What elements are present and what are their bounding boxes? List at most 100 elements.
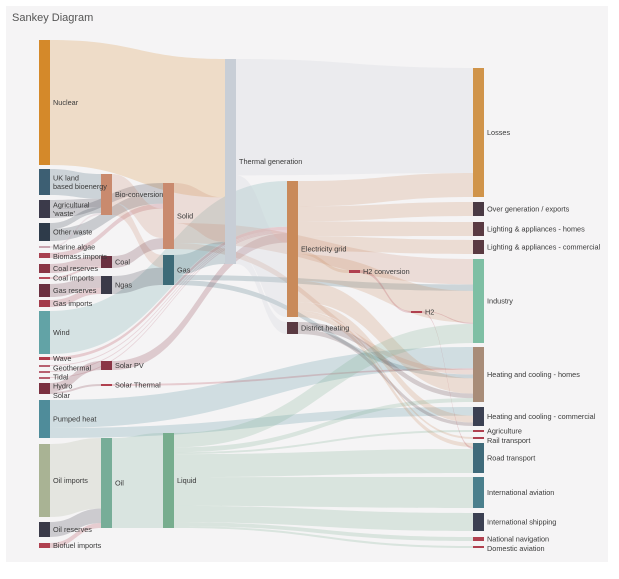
node-lighting-appliances-commercial[interactable] xyxy=(473,240,484,254)
node-gas[interactable] xyxy=(163,255,174,285)
node-ngas[interactable] xyxy=(101,276,112,294)
link-bio-conversion-to-gas[interactable] xyxy=(112,202,163,268)
node-national-navigation[interactable] xyxy=(473,537,484,541)
link-liquid-to-national-navigation[interactable] xyxy=(174,522,473,541)
link-coal-to-solid[interactable] xyxy=(112,238,163,268)
link-other-waste-to-solid[interactable] xyxy=(50,191,163,241)
node-coal-imports[interactable] xyxy=(39,277,50,279)
link-district-heating-to-heating-and-cooling-homes[interactable] xyxy=(298,322,473,399)
link-liquid-to-agriculture[interactable] xyxy=(174,430,473,455)
link-solid-to-thermal-generation[interactable] xyxy=(174,183,225,242)
node-h2-conversion[interactable] xyxy=(349,270,360,273)
link-thermal-generation-to-losses[interactable] xyxy=(236,59,473,176)
link-pumped-heat-to-heating-and-cooling-commercial[interactable] xyxy=(50,407,473,438)
node-biofuel-imports[interactable] xyxy=(39,543,50,548)
node-international-aviation[interactable] xyxy=(473,477,484,508)
link-hydro-to-electricity-grid[interactable] xyxy=(50,232,287,378)
link-gas-to-thermal-generation[interactable] xyxy=(174,241,225,275)
link-electricity-grid-to-over-generation-exports[interactable] xyxy=(298,202,473,222)
link-biofuel-imports-to-oil[interactable] xyxy=(50,523,101,548)
link-agricultural-waste-to-bio-conversion[interactable] xyxy=(50,198,101,209)
node-district-heating[interactable] xyxy=(287,322,298,334)
node-gas-imports[interactable] xyxy=(39,300,50,307)
node-solar[interactable] xyxy=(39,383,50,394)
link-pumped-heat-to-heating-and-cooling-homes[interactable] xyxy=(50,347,473,428)
link-oil-to-liquid[interactable] xyxy=(112,433,163,528)
node-liquid[interactable] xyxy=(163,433,174,528)
node-heating-and-cooling-homes[interactable] xyxy=(473,347,484,402)
link-liquid-to-road-transport[interactable] xyxy=(174,449,473,478)
link-marine-algae-to-bio-conversion[interactable] xyxy=(50,213,101,248)
link-electricity-grid-to-h2-conversion[interactable] xyxy=(298,251,349,273)
node-international-shipping[interactable] xyxy=(473,513,484,531)
link-h2-conversion-to-h2[interactable] xyxy=(360,270,411,313)
node-rail-transport[interactable] xyxy=(473,437,484,439)
link-electricity-grid-to-losses[interactable] xyxy=(298,173,473,207)
node-h2[interactable] xyxy=(411,311,422,313)
link-ngas-to-gas[interactable] xyxy=(112,267,163,294)
node-oil-reserves[interactable] xyxy=(39,522,50,537)
node-coal-reserves[interactable] xyxy=(39,264,50,273)
node-oil[interactable] xyxy=(101,438,112,528)
link-other-waste-to-bio-conversion[interactable] xyxy=(50,207,101,229)
link-electricity-grid-to-heating-and-cooling-commercial[interactable] xyxy=(298,302,473,423)
node-solid[interactable] xyxy=(163,183,174,249)
link-bio-conversion-to-solid[interactable] xyxy=(112,174,163,239)
node-biomass-imports[interactable] xyxy=(39,253,50,258)
node-over-generation-exports[interactable] xyxy=(473,202,484,216)
node-losses[interactable] xyxy=(473,68,484,197)
node-heating-and-cooling-commercial[interactable] xyxy=(473,407,484,426)
link-solar-to-solar-pv[interactable] xyxy=(50,361,101,392)
node-wind[interactable] xyxy=(39,311,50,354)
node-solar-thermal[interactable] xyxy=(101,384,112,386)
link-biomass-imports-to-solid[interactable] xyxy=(50,203,163,258)
link-coal-reserves-to-coal[interactable] xyxy=(50,256,101,273)
link-uk-land-based-bioenergy-to-bio-conversion[interactable] xyxy=(50,169,101,199)
node-solar-pv[interactable] xyxy=(101,361,112,370)
link-electricity-grid-to-lighting-appliances-homes[interactable] xyxy=(298,221,473,237)
node-agriculture[interactable] xyxy=(473,430,484,432)
link-district-heating-to-heating-and-cooling-commercial[interactable] xyxy=(298,329,473,426)
node-industry[interactable] xyxy=(473,259,484,343)
link-solar-to-solar-thermal[interactable] xyxy=(50,384,101,394)
node-marine-algae[interactable] xyxy=(39,246,50,248)
link-gas-to-heating-and-cooling-homes[interactable] xyxy=(174,280,473,379)
node-bio-conversion[interactable] xyxy=(101,174,112,215)
link-liquid-to-international-shipping[interactable] xyxy=(174,505,473,531)
node-gas-reserves[interactable] xyxy=(39,284,50,297)
link-liquid-to-international-aviation[interactable] xyxy=(174,477,473,508)
node-uk-land-based-bioenergy[interactable] xyxy=(39,169,50,195)
link-liquid-to-heating-and-cooling-homes[interactable] xyxy=(174,398,473,453)
link-solid-to-heating-and-cooling-homes[interactable] xyxy=(174,243,473,375)
link-electricity-grid-to-lighting-appliances-commercial[interactable] xyxy=(298,236,473,254)
link-h2-to-industry[interactable] xyxy=(422,311,473,324)
link-gas-to-industry[interactable] xyxy=(174,275,473,291)
node-hydro[interactable] xyxy=(39,377,50,379)
node-coal[interactable] xyxy=(101,256,112,268)
node-lighting-appliances-homes[interactable] xyxy=(473,222,484,236)
link-electricity-grid-to-industry[interactable] xyxy=(298,254,473,323)
node-other-waste[interactable] xyxy=(39,223,50,241)
link-electricity-grid-to-road-transport[interactable] xyxy=(298,312,473,447)
node-geothermal[interactable] xyxy=(39,365,50,367)
link-solar-thermal-to-heating-and-cooling-homes[interactable] xyxy=(112,368,473,386)
node-road-transport[interactable] xyxy=(473,443,484,473)
link-electricity-grid-to-rail-transport[interactable] xyxy=(298,310,473,439)
link-tidal-to-electricity-grid[interactable] xyxy=(50,230,287,372)
link-coal-imports-to-coal[interactable] xyxy=(50,265,101,279)
node-agricultural-waste[interactable] xyxy=(39,200,50,218)
node-thermal-generation[interactable] xyxy=(225,59,236,264)
link-solid-to-industry[interactable] xyxy=(174,223,473,285)
link-solar-pv-to-electricity-grid[interactable] xyxy=(112,233,287,370)
link-thermal-generation-to-district-heating[interactable] xyxy=(236,252,287,334)
link-nuclear-to-thermal-generation[interactable] xyxy=(50,40,225,198)
link-geothermal-to-electricity-grid[interactable] xyxy=(50,229,287,366)
node-wave[interactable] xyxy=(39,357,50,360)
link-thermal-generation-to-electricity-grid[interactable] xyxy=(236,175,287,317)
node-oil-imports[interactable] xyxy=(39,444,50,517)
link-liquid-to-industry[interactable] xyxy=(174,323,473,448)
node-pumped-heat[interactable] xyxy=(39,400,50,438)
link-oil-imports-to-oil[interactable] xyxy=(50,438,101,517)
link-oil-reserves-to-oil[interactable] xyxy=(50,508,101,537)
node-tidal[interactable] xyxy=(39,371,50,373)
